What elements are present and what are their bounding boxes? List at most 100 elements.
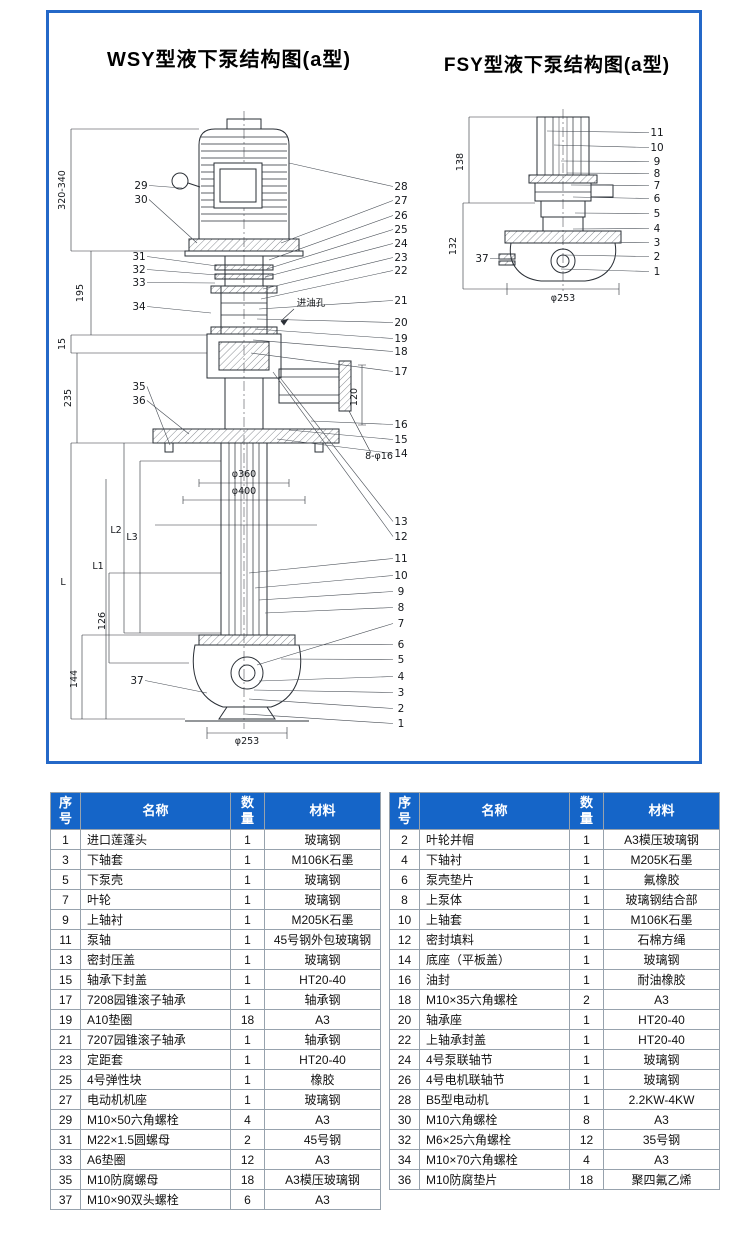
cell-no: 28 [389,1089,420,1110]
cell-material: 石棉方绳 [603,929,720,950]
cell-name: 轴承下封盖 [80,969,231,990]
callout-6: 6 [654,193,661,205]
dim-label: 进油孔 [297,297,326,309]
leader-line [568,242,650,244]
cell-material: A3 [603,1149,720,1170]
cell-name: A6垫圈 [80,1149,231,1170]
cell-name: M10防腐垫片 [419,1169,570,1190]
wsy-pump-drawing [70,111,372,739]
cell-no: 2 [389,829,420,850]
cell-name: M10×90双头螺栓 [80,1189,231,1210]
cell-material: A3 [603,1109,720,1130]
leader-line [148,199,198,244]
cell-material: A3 [264,1189,381,1210]
leader-line [564,254,650,257]
cell-qty: 4 [569,1149,604,1170]
cell-qty: 1 [230,1029,265,1050]
dim-label: 15 [57,338,68,350]
callout-1: 1 [654,266,661,278]
leader-line [144,680,208,694]
cell-qty: 1 [230,969,265,990]
cell-qty: 1 [569,1069,604,1090]
cell-material: M205K石墨 [603,849,720,870]
dim-label: 320-340 [57,170,68,210]
col-header-qty: 数量 [230,792,265,830]
discharge-flange [278,360,352,412]
cell-qty: 1 [230,1069,265,1090]
cell-no: 19 [50,1009,81,1030]
dim-label: 126 [97,612,108,630]
cell-qty: 1 [569,849,604,870]
cell-qty: 1 [569,969,604,990]
callout-37: 37 [130,675,143,687]
cell-name: 7207园锥滚子轴承 [80,1029,231,1050]
leader-line [254,328,394,339]
leader-line [254,575,394,589]
callout-36: 36 [132,395,146,407]
leader-line [280,658,394,660]
cell-no: 34 [389,1149,420,1170]
cell-no: 14 [389,949,420,970]
cell-name: M10×35六角螺栓 [419,989,570,1010]
cell-no: 35 [50,1169,81,1190]
dim-label: 8-φ16 [365,451,393,462]
cell-material: A3 [264,1009,381,1030]
callout-2: 2 [398,703,405,715]
cell-qty: 12 [230,1149,265,1170]
callout-2: 2 [654,251,661,263]
cell-material: 玻璃钢 [603,949,720,970]
fsy-gland-bolt [498,253,516,260]
cell-no: 37 [50,1189,81,1210]
leader-line [248,698,394,709]
wsy-callouts: 2930313233343536372827262524232221201918… [130,162,408,730]
cell-material: HT20-40 [264,969,381,990]
leader-line [280,378,394,522]
cell-material: 聚四氟乙烯 [603,1169,720,1190]
cell-material: 35号钢 [603,1129,720,1150]
cell-material: 玻璃钢 [264,829,381,850]
callout-4: 4 [398,671,405,683]
leader-line [276,438,394,454]
cell-name: 下轴套 [80,849,231,870]
leader-line [572,228,650,230]
dim-label: φ360 [232,469,256,480]
leader-line [258,676,394,682]
cell-name: M10×50六角螺栓 [80,1109,231,1130]
leader-line [146,269,218,276]
dim-label: 120 [349,388,360,406]
leader-line [146,386,171,446]
callout-5: 5 [398,654,405,666]
cell-name: 进口莲蓬头 [80,829,231,850]
cell-qty: 1 [569,1029,604,1050]
cell-material: 耐油橡胶 [603,969,720,990]
callout-10: 10 [650,142,663,154]
leader-line [146,256,218,267]
cell-name: 叶轮并帽 [419,829,570,850]
cell-no: 36 [389,1169,420,1190]
cell-qty: 1 [569,829,604,850]
cell-no: 29 [50,1109,81,1130]
leader-line [310,420,394,425]
cell-name: 4号弹性块 [80,1069,231,1090]
leader-line [248,558,394,574]
cell-qty: 18 [230,1009,265,1030]
callout-14: 14 [394,448,408,460]
